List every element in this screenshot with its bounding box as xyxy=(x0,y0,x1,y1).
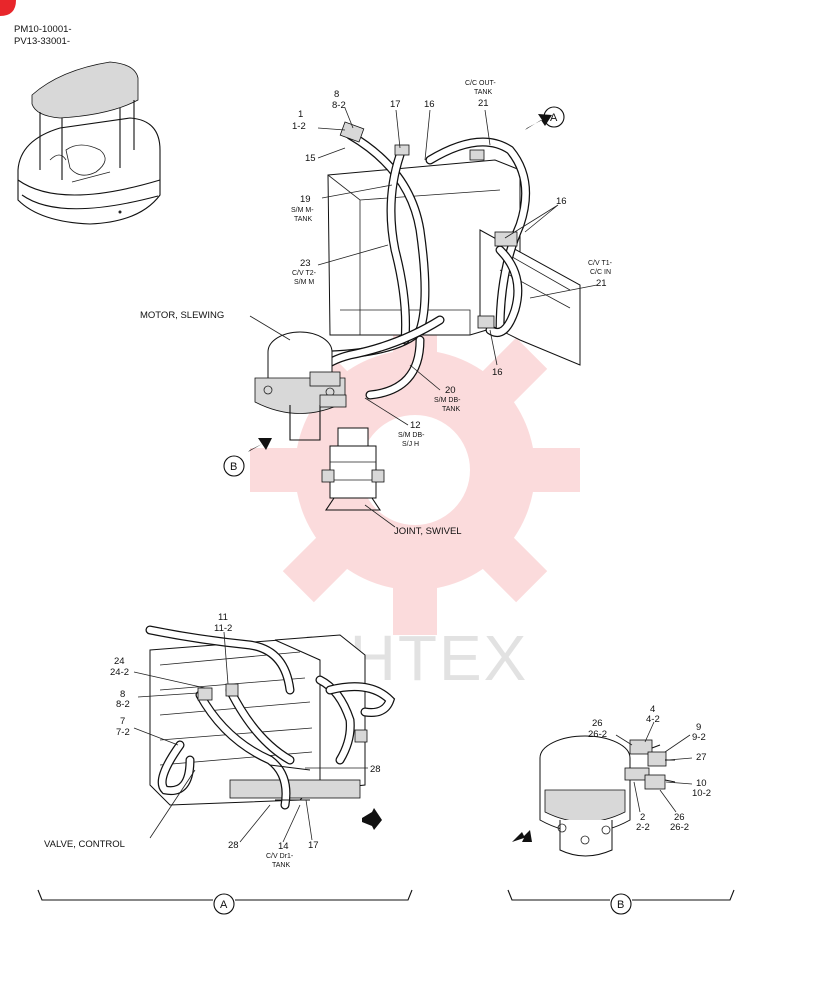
label-16-bottom: 16 xyxy=(492,367,503,378)
watermark-gear-logo xyxy=(250,305,580,635)
flow-arrow-icon xyxy=(362,808,382,830)
label-20-desc-1: S/M DB- xyxy=(434,397,461,404)
label-27: 27 xyxy=(696,752,707,763)
swivel-joint xyxy=(321,427,385,511)
label-9-2: 9-2 xyxy=(692,732,706,743)
label-20: 20 xyxy=(445,385,456,396)
label-8-a: 8 xyxy=(120,689,125,700)
label-12-desc-2: S/J H xyxy=(402,441,419,448)
label-14: 14 xyxy=(278,841,289,852)
label-4: 4 xyxy=(650,704,655,715)
label-26-top: 26 xyxy=(592,718,603,729)
label-16-right: 16 xyxy=(556,196,567,207)
view-b-arrow-icon xyxy=(248,438,272,452)
section-label-a: A xyxy=(220,899,228,911)
label-8: 8 xyxy=(334,89,339,100)
label-17: 17 xyxy=(390,99,401,110)
label-20-desc-2: TANK xyxy=(442,406,460,413)
label-7: 7 xyxy=(120,716,125,727)
label-26-2-top: 26-2 xyxy=(588,729,607,740)
label-23-desc-1: C/V T2- xyxy=(292,270,317,277)
label-12: 12 xyxy=(410,420,421,431)
corner-badge-icon xyxy=(0,0,16,16)
label-26-2-bottom: 26-2 xyxy=(670,822,689,833)
flow-arrow-b-icon xyxy=(512,830,532,842)
label-2-2: 2-2 xyxy=(636,822,650,833)
serial-range-2: PV13-33001- xyxy=(14,36,70,47)
label-12-desc-1: S/M DB- xyxy=(398,432,425,439)
label-valve-control: VALVE, CONTROL xyxy=(44,839,125,850)
label-23: 23 xyxy=(300,258,311,269)
label-15: 15 xyxy=(305,153,316,164)
label-view-a: A xyxy=(550,112,558,124)
view-a-marker xyxy=(543,106,565,128)
label-4-2: 4-2 xyxy=(646,714,660,725)
main-assembly-view: 1 1-2 8 8-2 17 16 15 19 S/M M- TANK 23 C… xyxy=(140,80,613,537)
label-21-right-desc-2: C/C IN xyxy=(590,269,611,276)
label-10-2: 10-2 xyxy=(692,788,711,799)
label-28-left: 28 xyxy=(228,840,239,851)
label-21-right-desc-1: C/V T1- xyxy=(588,260,613,267)
label-14-desc-2: TANK xyxy=(272,862,290,869)
section-marker-b xyxy=(610,893,632,915)
label-8-2: 8-2 xyxy=(332,100,346,111)
label-7-2: 7-2 xyxy=(116,727,130,738)
section-bracket-a xyxy=(37,889,413,901)
label-motor-slewing: MOTOR, SLEWING xyxy=(140,310,224,321)
label-10: 10 xyxy=(696,778,707,789)
label-24-2: 24-2 xyxy=(110,667,129,678)
label-joint-swivel: JOINT, SWIVEL xyxy=(394,526,462,537)
label-19-desc-1: S/M M- xyxy=(291,207,314,214)
label-17-a: 17 xyxy=(308,840,319,851)
label-14-desc-1: C/V Dr1- xyxy=(266,853,294,860)
machine-thumbnail xyxy=(17,61,161,225)
label-21-top-desc-2: TANK xyxy=(474,89,492,96)
label-1-2: 1-2 xyxy=(292,121,306,132)
label-21-top: 21 xyxy=(478,98,489,109)
view-b-marker xyxy=(223,455,245,477)
label-23-desc-2: S/M M xyxy=(294,279,314,286)
serial-range-1: PM10-10001- xyxy=(14,24,72,35)
label-1: 1 xyxy=(298,109,303,120)
section-label-b: B xyxy=(617,899,624,911)
label-11: 11 xyxy=(218,612,228,623)
label-26-bottom: 26 xyxy=(674,812,685,823)
label-view-b: B xyxy=(230,461,237,473)
label-9: 9 xyxy=(696,722,701,733)
label-11-2: 11-2 xyxy=(214,623,232,634)
label-24: 24 xyxy=(114,656,125,667)
label-21-top-desc-1: C/C OUT- xyxy=(465,80,496,87)
label-19: 19 xyxy=(300,194,311,205)
detail-b-motor-valve: 4 4-2 26 26-2 9 9-2 27 10 10-2 2 2-2 26 … xyxy=(507,704,735,915)
label-28-right: 28 xyxy=(370,764,381,775)
section-bracket-b xyxy=(507,889,735,901)
label-8-2-a: 8-2 xyxy=(116,699,130,710)
label-21-right: 21 xyxy=(596,278,607,289)
label-16-top: 16 xyxy=(424,99,435,110)
section-marker-a xyxy=(213,893,235,915)
label-19-desc-2: TANK xyxy=(294,216,312,223)
view-a-arrow-icon xyxy=(525,114,552,130)
slewing-motor xyxy=(254,331,347,441)
label-2: 2 xyxy=(640,812,645,823)
detail-a-control-valve: 11 11-2 24 24-2 8 8-2 7 7-2 28 VALVE, CO… xyxy=(37,612,413,915)
